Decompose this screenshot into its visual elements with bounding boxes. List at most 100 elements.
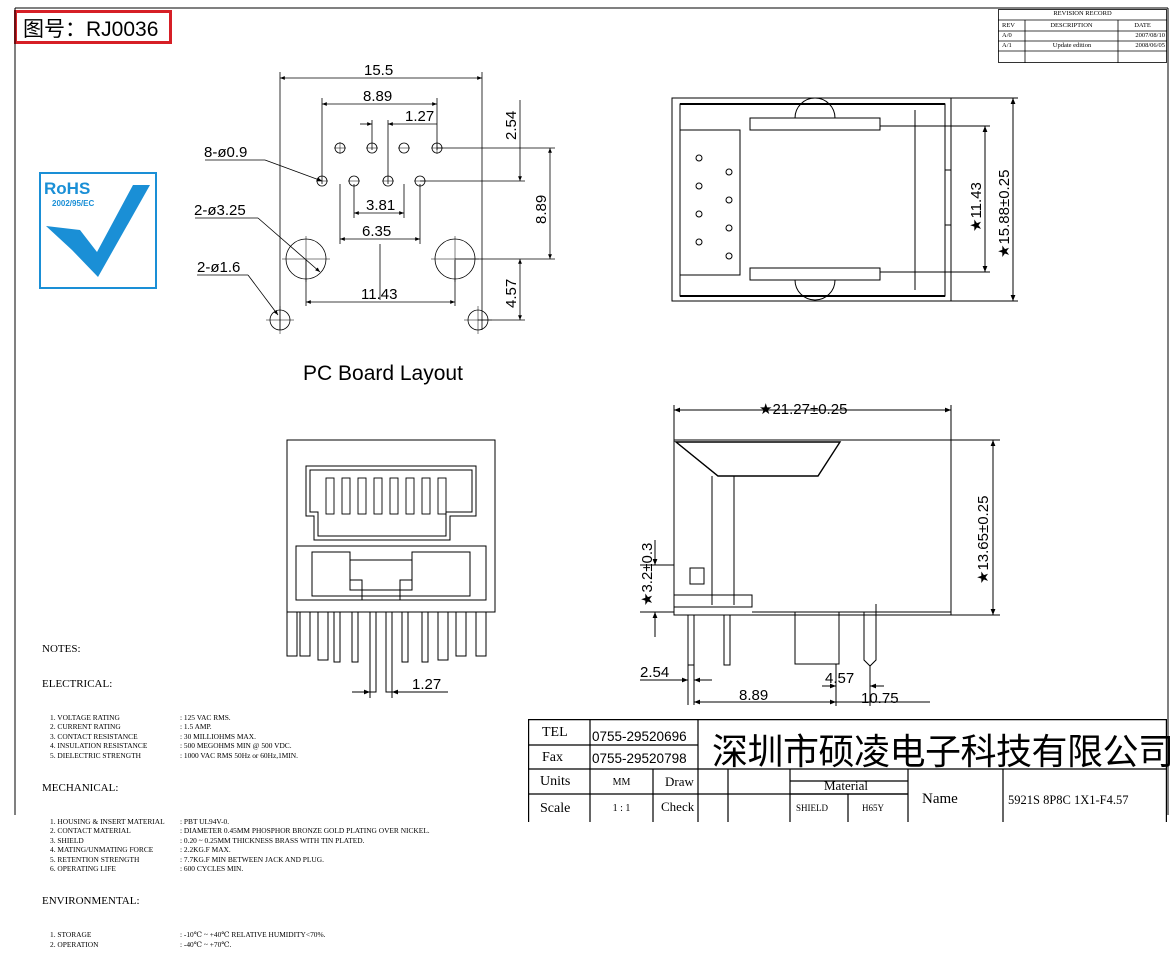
- dim-shield-offset: 4.57: [503, 279, 520, 308]
- note-value: : 7.7KG.F MIN BETWEEN JACK AND PLUG.: [180, 854, 324, 864]
- company-name: 深圳市硕凌电子科技有限公司: [712, 732, 1174, 772]
- rev-header-date: DATE: [1134, 22, 1151, 29]
- rev-header-desc: DESCRIPTION: [1050, 22, 1093, 29]
- dim-side-d2: 8.89: [739, 687, 768, 704]
- note-line: 5. DIELECTRIC STRENGTH : 1000 VAC RMS 50H…: [42, 751, 430, 760]
- rohs-title: RoHS: [44, 179, 90, 198]
- scale-label: Scale: [540, 801, 571, 816]
- dim-row-offset: 2.54: [503, 111, 520, 140]
- note-label: 2. CONTACT MATERIAL: [50, 826, 131, 836]
- note-label: 5. RETENTION STRENGTH: [50, 854, 140, 864]
- rev-header-rev: REV: [1002, 22, 1015, 29]
- note-line: 1. VOLTAGE RATING : 125 VAC RMS.: [42, 713, 430, 722]
- draw-label: Draw: [665, 774, 694, 789]
- rev-row-2-date: 2008/06/05: [1135, 42, 1165, 49]
- technical-drawing: RoHS 2002/95/EC: [14, 7, 1169, 815]
- title-block: TEL 0755-29520696 Fax 0755-29520798 深圳市硕…: [528, 719, 1174, 822]
- dim-side-d4: 10.75: [861, 690, 899, 707]
- dim-shield-hole: 2-ø1.6: [197, 259, 240, 276]
- note-value: : -40℃ ~ +70℃.: [180, 939, 232, 949]
- note-label: 6. OPERATING LIFE: [50, 864, 116, 874]
- environmental-title: ENVIRONMENTAL:: [42, 895, 140, 908]
- note-line: 1. STORAGE : -10℃ ~ +40℃ RELATIVE HUMIDIT…: [42, 930, 430, 939]
- dim-vertical-span: 8.89: [533, 195, 550, 224]
- revision-grid: [998, 9, 1167, 63]
- scale-value: 1 : 1: [612, 803, 631, 814]
- rohs-logo: RoHS 2002/95/EC: [39, 172, 157, 289]
- dim-pin-hole: 8-ø0.9: [204, 144, 247, 161]
- pcb-layout-view: [195, 72, 555, 334]
- units-label: Units: [540, 774, 571, 789]
- pcb-layout-label: PC Board Layout: [303, 362, 463, 385]
- rohs-directive: 2002/95/EC: [52, 199, 94, 208]
- note-value: : 30 MILLIOHMS MAX.: [180, 731, 256, 741]
- note-value: : -10℃ ~ +40℃ RELATIVE HUMIDITY<70%.: [180, 930, 326, 940]
- revision-record: REVISION RECORD REV DESCRIPTION DATE A/0…: [998, 9, 1167, 63]
- front-view-labels: 1.27: [412, 676, 441, 693]
- dim-top-inner: ★11.43: [968, 182, 985, 232]
- note-line: 2. OPERATION : -40℃ ~ +70℃.: [42, 940, 430, 949]
- tel-label: TEL: [542, 725, 568, 740]
- part-name: 5921S 8P8C 1X1-F4.57: [1008, 793, 1129, 807]
- name-label: Name: [922, 791, 958, 807]
- note-line: 3. CONTACT RESISTANCE : 30 MILLIOHMS MAX.: [42, 732, 430, 741]
- dim-overall-width: 15.5: [364, 62, 393, 79]
- dim-mount-hole: 2-ø3.25: [194, 202, 246, 219]
- title-block-grid: [528, 719, 1167, 822]
- note-label: 4. MATING/UNMATING FORCE: [50, 845, 154, 855]
- material-label: Material: [824, 778, 869, 793]
- fax-label: Fax: [542, 750, 563, 765]
- note-value: : 2.2KG.F MAX.: [180, 845, 231, 855]
- dim-top-outer: ★15.88±0.25: [996, 170, 1013, 258]
- dim-mount-span: 11.43: [361, 286, 397, 303]
- note-label: 3. CONTACT RESISTANCE: [50, 731, 138, 741]
- notes-block: NOTES: ELECTRICAL: 1. VOLTAGE RATING : 12…: [42, 621, 430, 971]
- top-view-labels: ★11.43 ★15.88±0.25: [968, 170, 1013, 258]
- note-line: 4. INSULATION RESISTANCE : 500 MEGOHMS MI…: [42, 741, 430, 750]
- dim-row-span: 6.35: [362, 223, 391, 240]
- dim-side-d1: 2.54: [640, 664, 669, 681]
- note-label: 3. SHIELD: [50, 835, 84, 845]
- note-value: : 0.20 ~ 0.25MM THICKNESS BRASS WITH TIN…: [180, 835, 365, 845]
- electrical-list: 1. VOLTAGE RATING : 125 VAC RMS. 2. CURREN…: [42, 713, 430, 760]
- dim-side-length: ★21.27±0.25: [759, 401, 847, 418]
- check-label: Check: [661, 799, 695, 814]
- top-view: [671, 97, 1018, 302]
- note-label: 4. INSULATION RESISTANCE: [50, 741, 148, 751]
- pcb-layout-labels: 15.5 8.89 1.27 8-ø0.9 2-ø3.25 2-ø1.6 3.8…: [194, 62, 550, 385]
- dim-outer-pitch: 8.89: [363, 88, 392, 105]
- note-line: 3. SHIELD : 0.20 ~ 0.25MM THICKNESS BRASS…: [42, 836, 430, 845]
- dim-front-pitch: 1.27: [412, 676, 441, 693]
- electrical-title: ELECTRICAL:: [42, 678, 113, 690]
- environmental-list: 1. STORAGE : -10℃ ~ +40℃ RELATIVE HUMIDIT…: [42, 930, 430, 949]
- side-view: [640, 405, 1000, 706]
- sheet-frame: [14, 7, 1169, 815]
- rev-row-2-desc: Update edition: [1052, 42, 1092, 49]
- note-value: : 125 VAC RMS.: [180, 713, 231, 722]
- tel-number: 0755-29520696: [592, 729, 687, 744]
- note-label: 1. STORAGE: [50, 930, 92, 940]
- rev-row-2-rev: A/1: [1002, 42, 1012, 49]
- notes-title: NOTES:: [42, 643, 81, 655]
- dim-side-pin-height: ★3.2±0.3: [639, 543, 656, 606]
- mechanical-list: 1. HOUSING & INSERT MATERIAL: PBT UL94V-…: [42, 817, 430, 873]
- units-value: MM: [612, 777, 631, 788]
- front-view: [286, 439, 496, 698]
- revision-title: REVISION RECORD: [1053, 10, 1112, 17]
- note-line: 5. RETENTION STRENGTH : 7.7KG.F MIN BETWE…: [42, 855, 430, 864]
- rev-row-1-date: 2007/08/10: [1135, 32, 1165, 39]
- note-value: : 500 MEGOHMS MIN @ 500 VDC.: [180, 741, 292, 751]
- note-line: 6. OPERATING LIFE: 600 CYCLES MIN.: [42, 864, 430, 873]
- note-line: 4. MATING/UNMATING FORCE : 2.2KG.F MAX.: [42, 845, 430, 854]
- note-value: : 1.5 AMP.: [180, 722, 212, 732]
- note-label: 2. CURRENT RATING: [50, 722, 121, 732]
- note-label: 5. DIELECTRIC STRENGTH: [50, 750, 141, 760]
- dim-pin-pitch: 1.27: [405, 108, 434, 125]
- dim-inner-pitch: 3.81: [366, 197, 395, 214]
- note-label: 2. OPERATION: [50, 939, 99, 949]
- side-view-labels: ★21.27±0.25 ★13.65±0.25 ★3.2±0.3 2.54 8.…: [639, 401, 992, 707]
- shield-label: SHIELD: [796, 803, 828, 813]
- note-label: 1. VOLTAGE RATING: [50, 713, 120, 722]
- note-value: : 1000 VAC RMS 50Hz or 60Hz,1MIN.: [180, 750, 298, 760]
- dim-side-height: ★13.65±0.25: [975, 496, 992, 584]
